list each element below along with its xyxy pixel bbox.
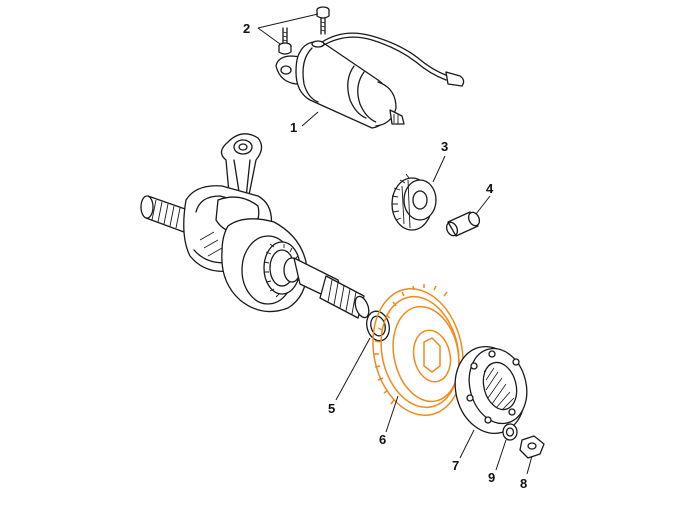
- callout-2: 2: [243, 21, 250, 36]
- callout-3: 3: [441, 139, 448, 154]
- leader-lines: [257, 13, 533, 475]
- callout-9: 9: [488, 470, 495, 485]
- washer-part-9: [502, 423, 518, 441]
- bolt-part-8: [519, 435, 545, 459]
- callout-8: 8: [520, 476, 527, 491]
- callout-7: 7: [452, 458, 459, 473]
- bolt-part-2a: [278, 27, 292, 55]
- driven-gear-part-6: [372, 284, 464, 417]
- callout-6: 6: [379, 432, 386, 447]
- callout-4: 4: [486, 181, 494, 196]
- starter-motor-part-1: [275, 32, 465, 129]
- crankshaft: [140, 133, 370, 319]
- bolt-part-2b: [316, 6, 330, 35]
- clutch-part-7: [454, 345, 528, 435]
- pin-part-4: [445, 211, 481, 237]
- gear-part-3: [391, 173, 437, 231]
- callout-5: 5: [328, 401, 335, 416]
- callout-1: 1: [290, 120, 297, 135]
